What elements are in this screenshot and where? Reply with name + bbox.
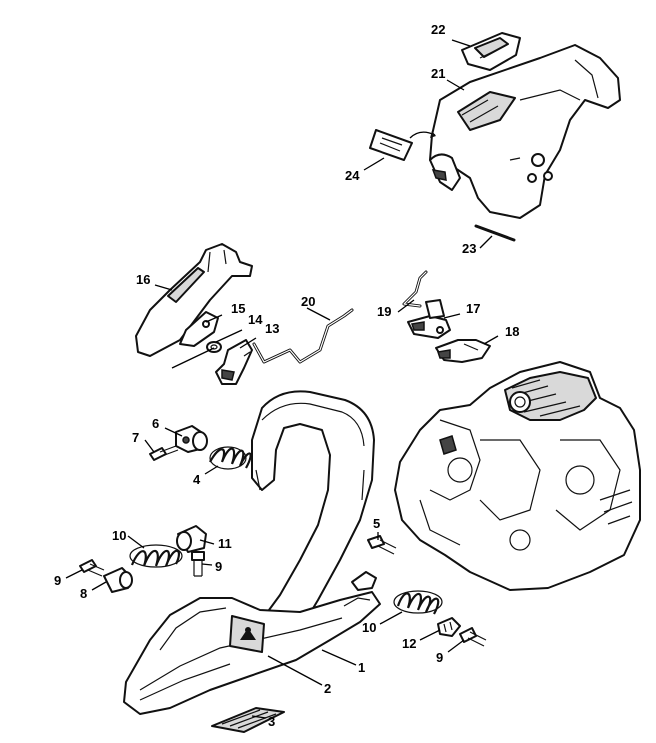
part-10-spring-left	[129, 544, 183, 568]
callout-8: 8	[80, 586, 87, 601]
callout-17: 17	[466, 301, 480, 316]
callout-4: 4	[193, 472, 201, 487]
part-20-throttle-rod	[252, 308, 354, 364]
callout-7: 7	[132, 430, 139, 445]
callout-19: 19	[377, 304, 391, 319]
part-3-pad	[211, 707, 285, 733]
callout-22: 22	[431, 22, 445, 37]
part-22-cover-lock	[461, 32, 521, 71]
callout-9-right: 9	[436, 650, 443, 665]
part-8-bush	[103, 567, 133, 593]
callout-14: 14	[248, 312, 263, 327]
callout-21: 21	[431, 66, 445, 81]
callout-12: 12	[402, 636, 416, 651]
callout-24: 24	[345, 168, 360, 183]
part-9-screw-a	[79, 559, 105, 577]
part-1-handle	[123, 390, 381, 715]
part-18-lever	[435, 339, 491, 363]
part-23-pin	[474, 224, 516, 242]
part-9-screw-c	[459, 627, 487, 647]
part-17-lever	[407, 299, 451, 339]
callout-16: 16	[136, 272, 150, 287]
part-19-choke-rod	[402, 270, 428, 308]
part-7-screw	[149, 445, 179, 461]
part-5-screw	[367, 535, 397, 555]
part-10-spring-right	[393, 590, 443, 615]
callout-1: 1	[358, 660, 365, 675]
part-4-spring	[209, 446, 252, 470]
part-11-bush	[176, 525, 207, 553]
part-12-grommet	[437, 617, 461, 637]
callout-23: 23	[462, 241, 476, 256]
part-16-rail	[135, 243, 253, 357]
callout-20: 20	[301, 294, 315, 309]
part-9-screw-b	[191, 551, 205, 577]
callout-9-middle: 9	[215, 559, 222, 574]
callout-18: 18	[505, 324, 519, 339]
part-6-bush	[175, 425, 208, 453]
callout-15: 15	[231, 301, 245, 316]
engine-housing	[394, 361, 641, 591]
callout-2: 2	[324, 681, 331, 696]
part-24-warning-decal	[369, 129, 436, 161]
part-21-shroud-cover	[429, 44, 621, 219]
callout-10-left: 10	[112, 528, 126, 543]
leader-lines	[65, 39, 499, 719]
callout-10-right: 10	[362, 620, 376, 635]
callout-3: 3	[268, 714, 275, 729]
callout-13: 13	[265, 321, 279, 336]
callout-11: 11	[218, 536, 232, 551]
callout-labels: 22 21 24 23 16 15 14 13 20 19 17 18 6 7 …	[54, 22, 519, 729]
callout-6: 6	[152, 416, 159, 431]
callout-9-left: 9	[54, 573, 61, 588]
callout-5: 5	[373, 516, 380, 531]
